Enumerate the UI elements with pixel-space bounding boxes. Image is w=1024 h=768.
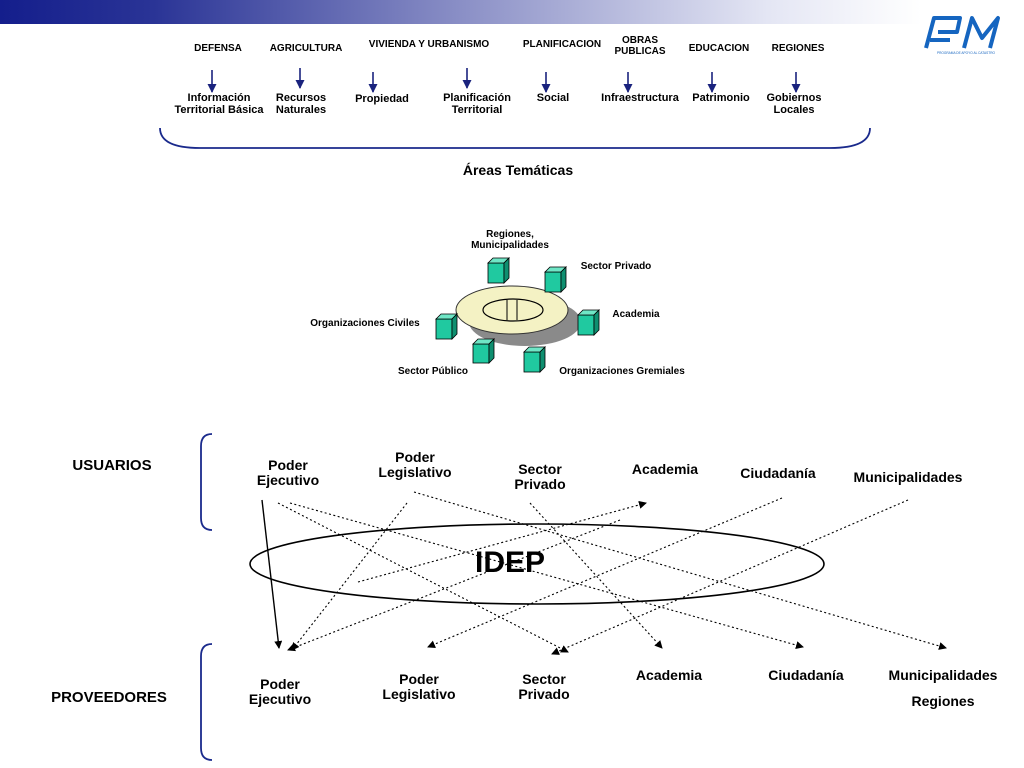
logo-caption: PROGRAMA DE APOYO AL CATASTRO: [937, 51, 996, 55]
usuario-poder-legislativo: Poder Legislativo: [378, 449, 452, 480]
cube-icon-gremiales: [523, 346, 546, 373]
sector-label-defensa: DEFENSA: [194, 43, 242, 54]
usuario-sector-privado: Sector Privado: [514, 461, 566, 492]
usuario-municipalidades: Municipalidades: [853, 469, 963, 485]
proveedor-ciudadania: Ciudadanía: [768, 667, 844, 683]
proveedor-poder-legislativo: Poder Legislativo: [382, 671, 456, 702]
sector-label-agricultura: AGRICULTURA: [269, 43, 343, 54]
proveedor-regiones: Regiones: [911, 693, 975, 709]
table-inner-ring: [482, 298, 544, 322]
flow-arrow-privado-academia: [529, 502, 663, 649]
proveedor-sector-privado: Sector Privado: [518, 671, 570, 702]
topic-propiedad: Propiedad: [355, 93, 409, 105]
flow-arrow-privado-publico-academia: [357, 500, 647, 583]
idep-ellipse: [249, 523, 825, 605]
topic-infraestructura: Infraestructura: [601, 92, 679, 104]
flow-arrow-legislativo-ejecutivo: [291, 502, 408, 651]
header-gradient-bar: [0, 0, 1024, 24]
label-organizaciones-civiles: Organizaciones Civiles: [310, 318, 420, 329]
flow-arrow-academia-ejecutivo: [287, 519, 621, 652]
sector-arrows: [207, 68, 801, 93]
proveedor-municipalidades: Municipalidades: [888, 667, 998, 683]
table-top: [455, 285, 569, 335]
topic-recursos: Recursos Naturales: [275, 92, 327, 116]
cube-icon-civiles: [435, 313, 458, 340]
proveedor-poder-ejecutivo: Poder Ejecutivo: [248, 676, 312, 707]
topic-planificacion: Planificación Territorial: [443, 92, 511, 116]
cube-icon-academia: [577, 309, 600, 336]
areas-brace: [159, 127, 871, 149]
topic-gobiernos: Gobiernos Locales: [766, 92, 822, 116]
flow-arrow-ejecutivo-ciudadania: [289, 502, 804, 649]
sector-label-educacion: EDUCACION: [688, 43, 750, 54]
label-sector-publico: Sector Público: [397, 366, 468, 377]
sector-label-obras-publicas: OBRAS PUBLICAS: [614, 35, 666, 57]
areas-tematicas-title: Áreas Temáticas: [462, 162, 574, 178]
pm-logo: PROGRAMA DE APOYO AL CATASTRO: [924, 16, 1000, 55]
sector-label-planificacion: PLANIFICACION: [522, 39, 602, 50]
topic-informacion: Información Territorial Básica: [174, 92, 264, 116]
flow-arrow-municipalidades-privado: [551, 499, 909, 655]
proveedor-academia: Academia: [635, 667, 703, 683]
sector-label-vivienda: VIVIENDA Y URBANISMO: [368, 39, 490, 50]
usuario-ciudadania: Ciudadanía: [740, 465, 816, 481]
label-academia-table: Academia: [612, 309, 660, 320]
usuario-poder-ejecutivo: Poder Ejecutivo: [256, 457, 320, 488]
label-regiones-municipalidades: Regiones, Municipalidades: [471, 229, 549, 251]
proveedores-label: PROVEEDORES: [51, 689, 167, 706]
topic-social: Social: [536, 92, 570, 104]
cube-icon-regiones: [487, 257, 510, 284]
flow-arrow-solid-ejecutivo: [261, 499, 283, 649]
label-sector-privado-table: Sector Privado: [580, 261, 652, 272]
usuarios-brace: [200, 433, 213, 531]
flow-arrow-ejecutivo-privado: [277, 502, 569, 653]
logo-mark-icon: [924, 16, 1000, 49]
flow-arrow-ciudadania-legislativo: [427, 497, 783, 648]
cube-icon-privado: [544, 266, 567, 293]
cube-icon-publico: [472, 338, 495, 364]
topic-patrimonio: Patrimonio: [692, 92, 750, 104]
sector-label-regiones: REGIONES: [771, 43, 825, 54]
proveedores-brace: [200, 643, 213, 761]
usuario-academia: Academia: [631, 461, 699, 477]
usuarios-label: USUARIOS: [72, 457, 152, 474]
label-organizaciones-gremiales: Organizaciones Gremiales: [559, 366, 685, 377]
